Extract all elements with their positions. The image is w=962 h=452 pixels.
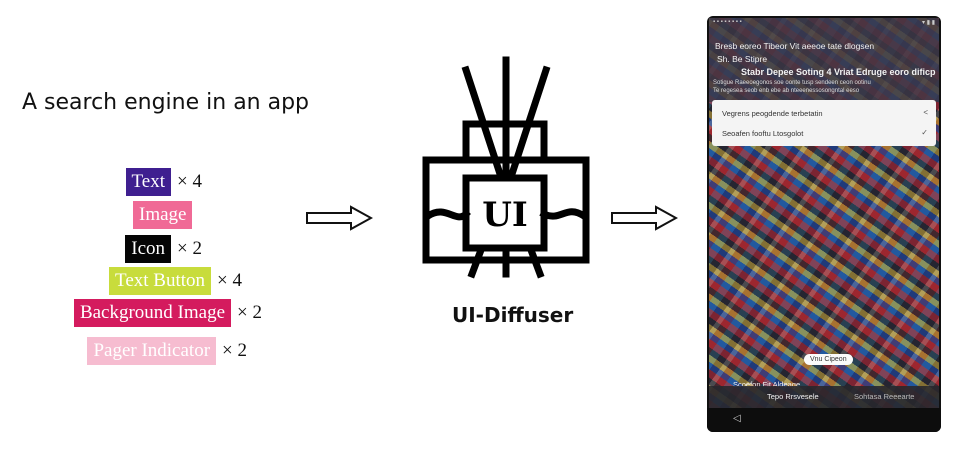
- header-line-3: Stabr Depee Soting 4 Vriat Edruge eoro d…: [741, 67, 936, 77]
- arrow-right-icon: [611, 205, 678, 231]
- component-count: × 4: [217, 270, 242, 291]
- search-card: Vegrens peogdende terbetatin < Seoafen f…: [712, 100, 936, 146]
- bottom-tab-bar: Tepo Rrsvesele Sohtasa Reeearte: [709, 386, 939, 408]
- component-row-icon: Icon × 2: [125, 235, 202, 263]
- component-chip: Text Button: [109, 267, 212, 295]
- generated-ui-screenshot: ▪ ▪ ▪ ▪ ▪ ▪ ▪ ▪ ▾ ▮ ▮ Bresb eoreo Tibeor…: [707, 16, 941, 432]
- model-title: UI-Diffuser: [452, 303, 574, 327]
- prompt-text: A search engine in an app: [22, 90, 310, 115]
- pager-button[interactable]: Vnu Cipeon: [804, 354, 853, 365]
- component-chip: Image: [133, 201, 193, 229]
- component-row-image: Image: [133, 201, 193, 229]
- header-line-2: Sh. Be Stipre: [717, 54, 768, 64]
- system-nav-bar: ◁: [707, 408, 941, 432]
- search-row-1[interactable]: Vegrens peogdende terbetatin: [722, 109, 823, 118]
- header-line-1: Bresb eoreo Tibeor Vit aeeoe tate dlogse…: [715, 41, 875, 51]
- chevron-icon[interactable]: <: [923, 108, 928, 117]
- status-bar-icons: ▾ ▮ ▮: [922, 20, 935, 26]
- component-count: × 4: [177, 171, 202, 192]
- component-count: × 2: [237, 302, 262, 323]
- arrow-right-icon: [306, 205, 373, 231]
- header-overlay: [709, 18, 939, 102]
- component-count: × 2: [222, 340, 247, 361]
- icon-ui-label: UI: [482, 195, 528, 235]
- header-line-5: Te regesea seob enb ebe ab nteeenessoson…: [713, 88, 860, 94]
- tab-button-1[interactable]: Tepo Rrsvesele: [767, 392, 819, 401]
- header-line-4: Sotigue Raeeoegonos soe oonte tusp sende…: [713, 80, 871, 86]
- edit-icon[interactable]: ✓: [921, 128, 928, 137]
- tab-button-2[interactable]: Sohtasa Reeearte: [854, 392, 915, 401]
- back-icon[interactable]: ◁: [733, 413, 741, 424]
- component-chip: Background Image: [73, 299, 232, 327]
- component-row-text-button: Text Button × 4: [109, 267, 242, 295]
- status-bar: ▪ ▪ ▪ ▪ ▪ ▪ ▪ ▪: [713, 19, 742, 25]
- search-row-2[interactable]: Seoafen fooftu Ltosgolot: [722, 129, 804, 138]
- component-row-pager-indicator: Pager Indicator × 2: [87, 337, 247, 365]
- component-chip: Pager Indicator: [87, 337, 217, 365]
- component-chip: Icon: [125, 235, 172, 263]
- component-row-text: Text × 4: [125, 168, 202, 196]
- lower-text: Scoefon Fit Aldeage: [733, 380, 801, 389]
- component-row-background-image: Background Image × 2: [73, 299, 262, 327]
- ui-diffuser-icon: UI: [422, 56, 590, 279]
- component-count: × 2: [177, 238, 202, 259]
- component-chip: Text: [125, 168, 172, 196]
